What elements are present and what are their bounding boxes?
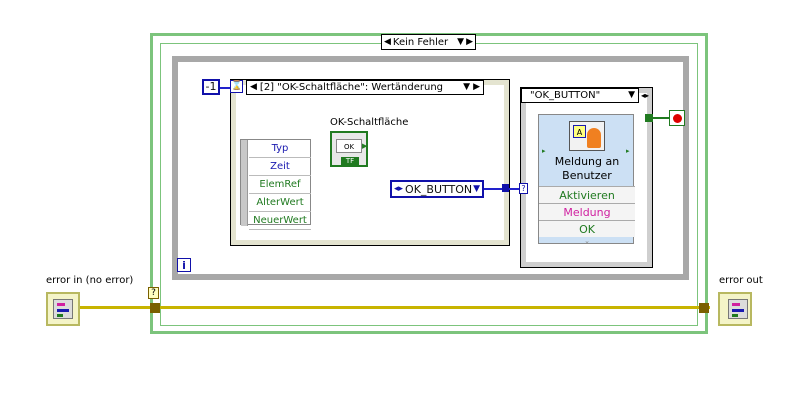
data-node-neuerwert[interactable]: NeuerWert bbox=[249, 212, 311, 230]
event-data-node-bar bbox=[241, 140, 248, 226]
ok-button-icon: OK bbox=[336, 139, 362, 153]
dialog-node-expand-icon[interactable]: ⌄ bbox=[584, 237, 590, 245]
error-in-terminal[interactable] bbox=[46, 292, 80, 326]
error-out-bar-green bbox=[732, 314, 738, 317]
timeout-constant[interactable]: -1 bbox=[202, 79, 220, 95]
ok-button-terminal[interactable]: OK ▶ TF bbox=[330, 131, 368, 167]
tf-badge-text: TF bbox=[345, 157, 355, 165]
iteration-terminal: i bbox=[177, 258, 191, 272]
error-out-bar-blue bbox=[732, 309, 744, 312]
event-selector-dropdown-icon[interactable]: ▼ bbox=[463, 82, 471, 92]
stop-wire bbox=[653, 117, 669, 119]
case-selector-error-terminal-text: ? bbox=[151, 288, 156, 298]
enum-tunnel[interactable] bbox=[502, 184, 509, 192]
inner-case-selector[interactable]: "OK_BUTTON" ▼ bbox=[521, 88, 639, 103]
enum-wire bbox=[484, 188, 502, 190]
dialog-node-row-ok[interactable]: OK bbox=[539, 220, 635, 237]
stop-icon-dot bbox=[673, 114, 682, 123]
event-selector-increment-icon[interactable]: ▶ bbox=[473, 82, 480, 92]
dialog-node-title: Meldung an Benutzer bbox=[554, 155, 620, 182]
dialog-node-ok-label: OK bbox=[579, 223, 595, 236]
event-structure-edge bbox=[230, 79, 510, 246]
error-in-cluster-icon bbox=[53, 299, 73, 319]
stop-icon[interactable] bbox=[669, 110, 685, 126]
error-out-label: error out bbox=[719, 275, 763, 286]
error-out-cluster-icon bbox=[728, 299, 748, 319]
dialog-node-row-meldung[interactable]: Meldung bbox=[539, 203, 635, 220]
dialog-node-meldung-label: Meldung bbox=[563, 206, 611, 219]
case-selector-terminal-text: ? bbox=[521, 184, 526, 193]
hourglass-icon[interactable]: ⌛ bbox=[230, 80, 243, 93]
message-icon: A bbox=[569, 121, 605, 151]
data-node-typ[interactable]: Typ bbox=[249, 140, 311, 158]
error-out-bar-pink bbox=[732, 303, 740, 306]
case-selector-label: Kein Fehler bbox=[392, 36, 449, 48]
selector-increment-icon[interactable]: ▶ bbox=[466, 36, 473, 47]
ok-button-label: OK-Schaltfläche bbox=[330, 117, 409, 128]
dialog-node-row-aktivieren[interactable]: Aktivieren bbox=[539, 186, 635, 203]
ok-button-icon-text: OK bbox=[343, 143, 355, 151]
dialog-node-output-arrow-icon: ▸ bbox=[626, 147, 630, 155]
message-icon-badge: A bbox=[573, 125, 586, 138]
case-selector-error-terminal[interactable]: ? bbox=[148, 287, 159, 299]
selector-decrement-icon[interactable]: ◀ bbox=[384, 36, 391, 47]
error-in-bar-green bbox=[57, 314, 63, 317]
event-selector-decrement-icon[interactable]: ◀ bbox=[250, 82, 257, 92]
dialog-node-aktivieren-label: Aktivieren bbox=[559, 189, 615, 202]
loop-tunnel bbox=[645, 114, 653, 122]
timeout-wire bbox=[220, 87, 231, 89]
error-wire-tunnel-in[interactable] bbox=[150, 303, 160, 313]
selector-dropdown-icon[interactable]: ▼ bbox=[457, 36, 465, 47]
enum-wire-2 bbox=[509, 188, 521, 190]
error-wire bbox=[80, 306, 710, 309]
event-case-selector[interactable]: ◀ [2] "OK-Schaltfläche": Wertänderung ▼ … bbox=[246, 80, 484, 95]
error-in-bar-blue bbox=[57, 309, 69, 312]
timeout-constant-value: -1 bbox=[205, 80, 217, 93]
event-case-label: [2] "OK-Schaltfläche": Wertänderung bbox=[259, 82, 444, 93]
iteration-label: i bbox=[182, 259, 186, 272]
error-out-terminal[interactable] bbox=[718, 292, 752, 326]
error-in-bar-pink bbox=[57, 303, 65, 306]
data-node-elemref[interactable]: ElemRef bbox=[249, 176, 311, 194]
data-node-zeit[interactable]: Zeit bbox=[249, 158, 311, 176]
enum-dropdown-icon[interactable]: ▼ bbox=[473, 183, 480, 194]
enum-constant[interactable]: ◂▸ OK_BUTTON ▼ bbox=[390, 180, 484, 198]
inner-case-selector-label: "OK_BUTTON" bbox=[530, 90, 601, 101]
inner-selector-dropdown-icon[interactable]: ▼ bbox=[628, 90, 635, 100]
event-data-node[interactable]: Typ Zeit ElemRef AlterWert NeuerWert bbox=[240, 139, 311, 230]
tf-badge: TF bbox=[341, 157, 359, 166]
message-icon-person bbox=[587, 128, 601, 148]
enum-constant-value: OK_BUTTON bbox=[405, 182, 473, 196]
case-selector[interactable]: ◀ Kein Fehler ▼ ▶ bbox=[381, 34, 476, 50]
data-node-alterwert[interactable]: AlterWert bbox=[249, 194, 311, 212]
case-selector-terminal[interactable]: ? bbox=[519, 183, 528, 194]
dialog-node[interactable]: A ▸ ▸ Meldung an Benutzer Aktivieren Mel… bbox=[538, 114, 635, 245]
ok-button-arrow-icon: ▶ bbox=[362, 142, 368, 150]
error-wire-tunnel-out[interactable] bbox=[699, 303, 709, 313]
event-data-node-list: Typ Zeit ElemRef AlterWert NeuerWert bbox=[249, 140, 311, 230]
inner-selector-increment-icon[interactable]: ◂▸ bbox=[641, 91, 650, 100]
enum-increment-icon[interactable]: ◂▸ bbox=[394, 183, 404, 194]
dialog-node-input-arrow-icon: ▸ bbox=[542, 147, 546, 155]
error-in-label: error in (no error) bbox=[46, 275, 134, 286]
